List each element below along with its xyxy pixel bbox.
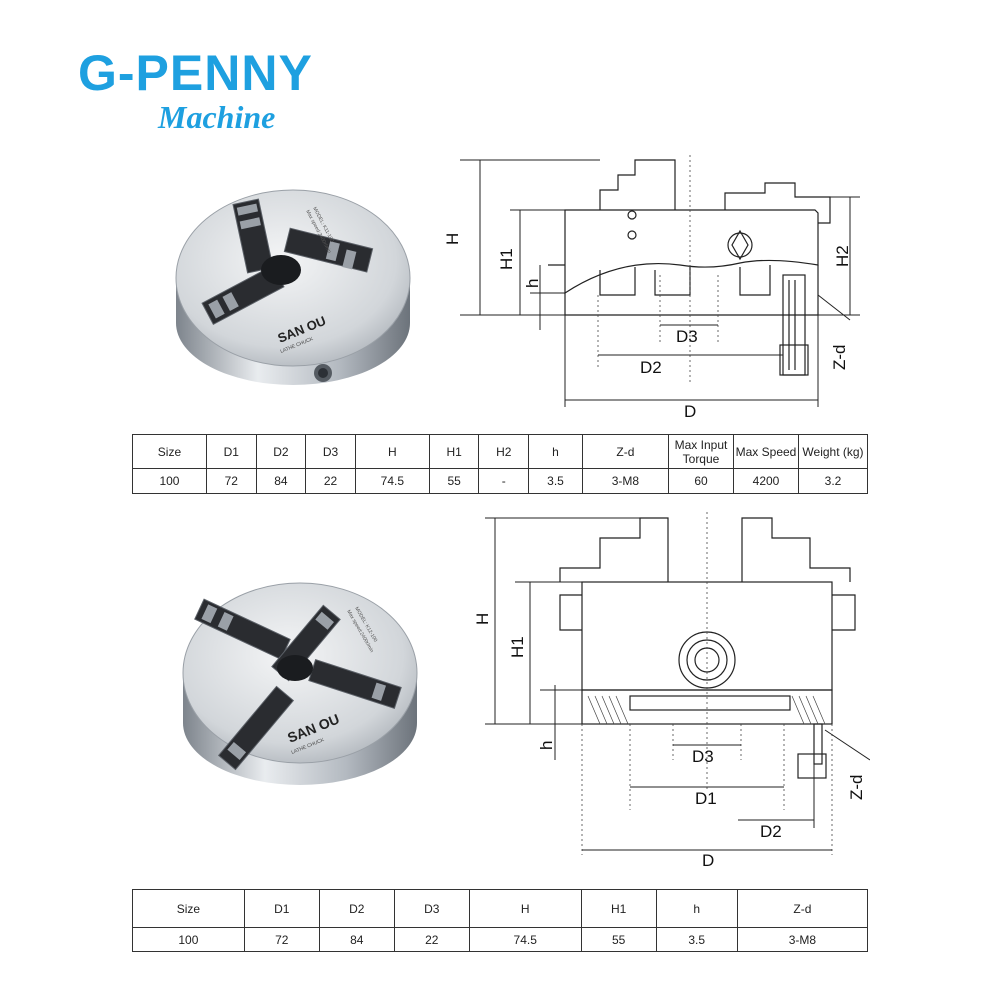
header-cell: h <box>528 434 583 469</box>
label-h-3: h <box>523 279 542 288</box>
header-cell: D1 <box>205 434 257 469</box>
label-D3-3: D3 <box>676 327 698 346</box>
header-cell: H1 <box>580 889 657 928</box>
table-cell: 3.2 <box>798 468 868 494</box>
header-cell: Size <box>132 434 207 469</box>
header-cell: D2 <box>318 889 395 928</box>
table-cell: 22 <box>393 927 470 952</box>
header-cell: D2 <box>255 434 307 469</box>
table-cell: 55 <box>580 927 657 952</box>
header-cell: H <box>468 889 582 928</box>
label-H-3: H <box>443 233 462 245</box>
table-row: 100 72 84 22 74.5 55 - 3.5 3-M8 60 4200 … <box>132 468 868 494</box>
three-jaw-chuck-photo: SAN OU LATHE CHUCK MODEL: K11-100 Max sp… <box>175 189 411 385</box>
table-cell: 3.5 <box>528 468 583 494</box>
three-jaw-spec-table: Size D1 D2 D3 H H1 H2 h Z-d Max Input To… <box>132 434 868 494</box>
header-cell: H <box>354 434 430 469</box>
table-cell: 3-M8 <box>581 468 670 494</box>
table-cell: 72 <box>243 927 320 952</box>
header-cell: Max Input Torque <box>668 434 734 469</box>
table-cell: - <box>478 468 530 494</box>
header-cell: Max Speed <box>733 434 799 469</box>
label-H1-3: H1 <box>497 248 516 270</box>
label-h-4: h <box>537 741 556 750</box>
label-D-3: D <box>684 402 696 421</box>
table-header-row: Size D1 D2 D3 H H1 H2 h Z-d Max Input To… <box>132 434 868 469</box>
header-cell: D3 <box>393 889 470 928</box>
label-Zd-3: Z-d <box>830 345 849 371</box>
header-cell: Weight (kg) <box>798 434 868 469</box>
header-cell: H1 <box>428 434 480 469</box>
label-D2-4: D2 <box>760 822 782 841</box>
table-cell: 100 <box>132 468 207 494</box>
table-cell: 74.5 <box>468 927 582 952</box>
label-H1-4: H1 <box>508 636 527 658</box>
table-cell: 72 <box>205 468 257 494</box>
label-D-4: D <box>702 851 714 870</box>
table-cell: 22 <box>305 468 356 494</box>
four-jaw-technical-drawing: H H1 h D3 D1 D2 D Z-d <box>473 512 870 870</box>
four-jaw-chuck-photo: SAN OU LATHE CHUCK MODEL: K12-100 Max sp… <box>182 582 418 785</box>
table-cell: 3-M8 <box>736 927 869 952</box>
label-D3-4: D3 <box>692 747 714 766</box>
header-cell: H2 <box>478 434 530 469</box>
table-cell: 74.5 <box>354 468 430 494</box>
table-cell: 55 <box>428 468 480 494</box>
header-cell: h <box>655 889 738 928</box>
table-cell: 84 <box>255 468 307 494</box>
header-cell: Z-d <box>736 889 869 928</box>
table-cell: 3.5 <box>655 927 738 952</box>
label-Zd-4: Z-d <box>847 775 866 801</box>
table-header-row: Size D1 D2 D3 H H1 h Z-d <box>132 889 869 928</box>
header-cell: D1 <box>243 889 320 928</box>
table-cell: 100 <box>132 927 245 952</box>
table-row: 100 72 84 22 74.5 55 3.5 3-M8 <box>132 927 869 952</box>
label-D1-4: D1 <box>695 789 717 808</box>
table-cell: 60 <box>668 468 734 494</box>
table-cell: 84 <box>318 927 395 952</box>
logo-subtitle: Machine <box>158 99 276 135</box>
four-jaw-spec-table: Size D1 D2 D3 H H1 h Z-d 100 72 84 22 74… <box>132 889 869 952</box>
header-cell: Size <box>132 889 245 928</box>
three-jaw-technical-drawing: H H1 h H2 D3 D2 D Z-d <box>443 155 860 421</box>
header-cell: D3 <box>305 434 356 469</box>
label-D2-3: D2 <box>640 358 662 377</box>
label-H-4: H <box>473 613 492 625</box>
table-cell: 4200 <box>733 468 799 494</box>
logo-title: G-PENNY <box>78 45 313 101</box>
header-cell: Z-d <box>581 434 670 469</box>
label-H2-3: H2 <box>833 245 852 267</box>
